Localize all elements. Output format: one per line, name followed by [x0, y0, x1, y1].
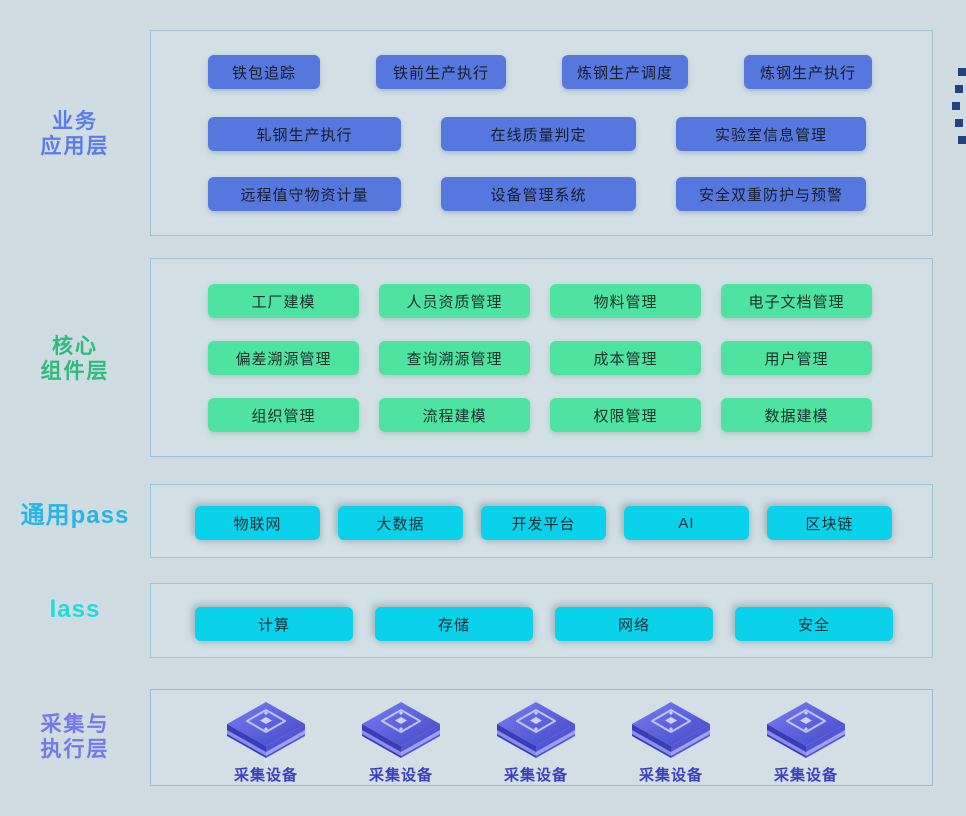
layer-label-core: 核心 组件层 — [0, 334, 150, 384]
edge-dot — [955, 119, 963, 127]
layer-label-line: 通用pass — [20, 502, 130, 529]
collector-device: 采集设备 — [356, 698, 446, 785]
layer-label-collect: 采集与 执行层 — [0, 712, 150, 762]
edge-dot — [958, 68, 966, 76]
layer-panel-paas: 物联网 大数据 开发平台 AI 区块链 — [150, 484, 933, 558]
edge-dot — [955, 85, 963, 93]
layer-panel-iaas: 计算 存储 网络 安全 — [150, 583, 933, 658]
module-chip[interactable]: 实验室信息管理 — [676, 117, 866, 151]
layer-label-line: 应用层 — [40, 135, 110, 158]
layer-label-paas: 通用pass — [0, 503, 150, 528]
layer-label-line: 核心 — [52, 335, 98, 358]
module-chip[interactable]: 炼钢生产调度 — [562, 55, 688, 89]
layer-label-business: 业务 应用层 — [0, 109, 150, 159]
device-row: 采集设备 采集设备 — [151, 698, 932, 785]
collector-device: 采集设备 — [491, 698, 581, 785]
module-chip[interactable]: 设备管理系统 — [441, 177, 636, 211]
chip-row: 铁包追踪 铁前生产执行 炼钢生产调度 炼钢生产执行 — [151, 55, 932, 89]
module-chip[interactable]: 轧钢生产执行 — [208, 117, 401, 151]
layer-label-line: lass — [49, 596, 101, 623]
chip-row: 轧钢生产执行 在线质量判定 实验室信息管理 — [151, 117, 932, 151]
collector-cube-icon — [767, 702, 845, 758]
collector-device: 采集设备 — [626, 698, 716, 785]
device-label: 采集设备 — [638, 767, 703, 784]
module-chip[interactable]: 网络 — [555, 607, 713, 641]
module-chip[interactable]: 物联网 — [195, 506, 320, 540]
layer-label-line: 采集与 — [40, 713, 110, 736]
module-chip[interactable]: 数据建模 — [721, 398, 872, 432]
layer-label-line: 组件层 — [40, 360, 110, 383]
module-chip[interactable]: 安全双重防护与预警 — [676, 177, 866, 211]
module-chip[interactable]: 组织管理 — [208, 398, 359, 432]
module-chip[interactable]: 用户管理 — [721, 341, 872, 375]
module-chip[interactable]: 区块链 — [767, 506, 892, 540]
layer-label-iaas: lass — [0, 597, 150, 622]
module-chip[interactable]: 电子文档管理 — [721, 284, 872, 318]
collector-cube-icon — [227, 702, 305, 758]
chip-row: 组织管理 流程建模 权限管理 数据建模 — [151, 398, 932, 432]
chip-row: 物联网 大数据 开发平台 AI 区块链 — [151, 506, 932, 540]
collector-cube-icon — [362, 702, 440, 758]
chip-row: 偏差溯源管理 查询溯源管理 成本管理 用户管理 — [151, 341, 932, 375]
edge-dot — [958, 136, 966, 144]
module-chip[interactable]: AI — [624, 506, 749, 540]
module-chip[interactable]: 计算 — [195, 607, 353, 641]
chip-row: 工厂建模 人员资质管理 物料管理 电子文档管理 — [151, 284, 932, 318]
device-label: 采集设备 — [233, 767, 298, 784]
module-chip[interactable]: 炼钢生产执行 — [744, 55, 872, 89]
layer-panel-business: 铁包追踪 铁前生产执行 炼钢生产调度 炼钢生产执行 轧钢生产执行 在线质量判定 … — [150, 30, 933, 236]
module-chip[interactable]: 存储 — [375, 607, 533, 641]
device-label: 采集设备 — [368, 767, 433, 784]
layer-panel-core: 工厂建模 人员资质管理 物料管理 电子文档管理 偏差溯源管理 查询溯源管理 成本… — [150, 258, 933, 457]
layer-label-line: 执行层 — [40, 738, 110, 761]
module-chip[interactable]: 权限管理 — [550, 398, 701, 432]
edge-dot — [952, 102, 960, 110]
module-chip[interactable]: 安全 — [735, 607, 893, 641]
collector-device: 采集设备 — [761, 698, 851, 785]
module-chip[interactable]: 人员资质管理 — [379, 284, 530, 318]
layer-panel-collect: 采集设备 采集设备 — [150, 689, 933, 786]
module-chip[interactable]: 在线质量判定 — [441, 117, 636, 151]
module-chip[interactable]: 开发平台 — [481, 506, 606, 540]
module-chip[interactable]: 远程值守物资计量 — [208, 177, 401, 211]
chip-row: 计算 存储 网络 安全 — [151, 607, 932, 641]
module-chip[interactable]: 流程建模 — [379, 398, 530, 432]
module-chip[interactable]: 大数据 — [338, 506, 463, 540]
module-chip[interactable]: 偏差溯源管理 — [208, 341, 359, 375]
collector-cube-icon — [632, 702, 710, 758]
module-chip[interactable]: 物料管理 — [550, 284, 701, 318]
collector-cube-icon — [497, 702, 575, 758]
module-chip[interactable]: 工厂建模 — [208, 284, 359, 318]
device-label: 采集设备 — [503, 767, 568, 784]
layer-label-line: 业务 — [52, 110, 98, 133]
chip-row: 远程值守物资计量 设备管理系统 安全双重防护与预警 — [151, 177, 932, 211]
collector-device: 采集设备 — [221, 698, 311, 785]
module-chip[interactable]: 铁前生产执行 — [376, 55, 506, 89]
module-chip[interactable]: 铁包追踪 — [208, 55, 320, 89]
module-chip[interactable]: 成本管理 — [550, 341, 701, 375]
module-chip[interactable]: 查询溯源管理 — [379, 341, 530, 375]
device-label: 采集设备 — [773, 767, 838, 784]
